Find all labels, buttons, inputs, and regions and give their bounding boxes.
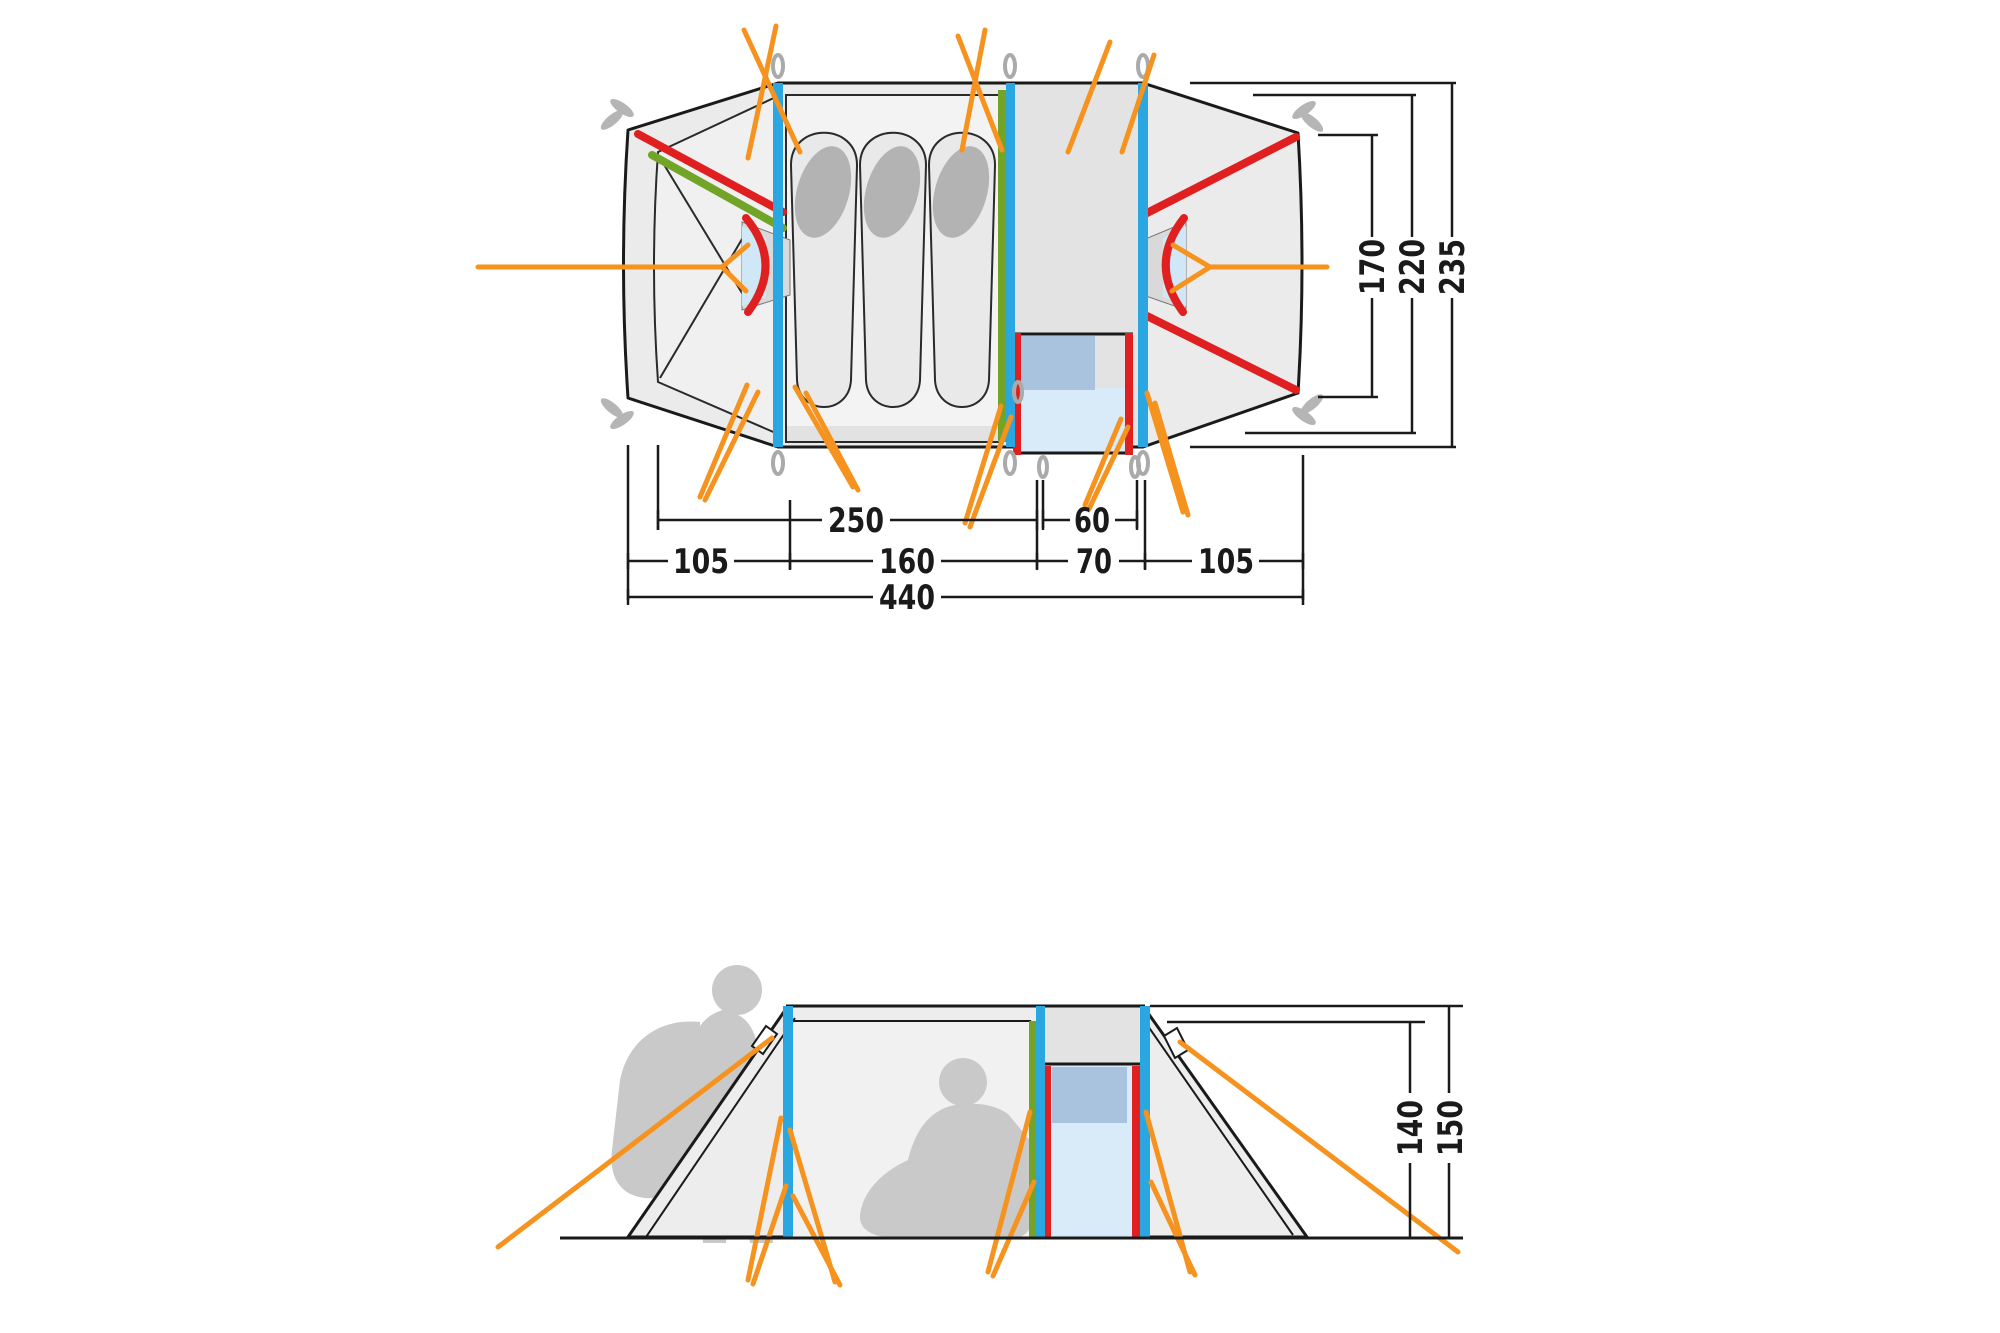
sleeping-bag-icon xyxy=(927,131,997,408)
main-door-side-view xyxy=(1043,1062,1140,1238)
dim-left-vestibule: 105 xyxy=(673,542,729,582)
door-panel-lightblue xyxy=(1021,388,1125,452)
zip-line-red xyxy=(634,130,787,216)
main-door-top-view xyxy=(1013,332,1133,455)
sleeping-bag-icon xyxy=(789,131,859,408)
pole-blue-left xyxy=(773,83,783,447)
sleeping-bags xyxy=(789,131,997,408)
pole-green-middle xyxy=(1029,1021,1037,1238)
pole-line-green xyxy=(648,151,787,232)
zip-line-red xyxy=(1143,133,1300,217)
pole-green-middle xyxy=(998,90,1006,442)
zip-line-red xyxy=(1143,312,1300,394)
pole-blue-left xyxy=(783,1006,793,1238)
door-window-blue xyxy=(1052,1067,1127,1123)
corner-pegs xyxy=(600,98,1324,430)
door-window-blue xyxy=(1021,336,1095,390)
pole-blue-middle xyxy=(1036,1006,1045,1238)
sitting-person-silhouette xyxy=(859,1103,1042,1238)
dim-cabin-length: 250 xyxy=(828,501,884,541)
door-rail-red xyxy=(1132,1066,1140,1238)
top-view-dimensions xyxy=(626,81,1456,605)
sitting-person-head xyxy=(939,1058,987,1106)
door-arc-red xyxy=(1161,214,1188,316)
dim-wall-height: 140 xyxy=(1391,1100,1431,1156)
dim-sleeping-section: 160 xyxy=(879,542,935,582)
door-rail-red xyxy=(1125,333,1133,455)
dim-total-length: 440 xyxy=(879,578,935,618)
dim-right-vestibule: 105 xyxy=(1198,542,1254,582)
door-rail-red xyxy=(1043,1066,1051,1238)
dim-outer-width: 235 xyxy=(1433,239,1473,295)
dim-peg-to-peg: 170 xyxy=(1353,239,1393,295)
dim-ridge-height: 150 xyxy=(1431,1100,1471,1156)
door-arc-red xyxy=(742,214,770,316)
door-rail-red xyxy=(1013,333,1021,455)
side-view-dimensions xyxy=(1150,1004,1463,1238)
pole-blue-middle xyxy=(1006,83,1015,447)
sleeping-bag-icon xyxy=(858,131,928,408)
dim-door-width: 60 xyxy=(1074,501,1110,541)
backpack-icon xyxy=(611,1021,701,1199)
pole-loops xyxy=(771,53,1150,479)
pole-blue-right xyxy=(1140,1006,1150,1238)
side-view-elevation: 140 150 xyxy=(495,965,1471,1288)
guy-lines-top-view xyxy=(475,23,1330,530)
pole-blue-right xyxy=(1138,83,1148,447)
top-view-floor-plan: 250 60 105 160 70 105 440 170 220 235 xyxy=(475,23,1473,618)
dim-inner-width: 220 xyxy=(1393,239,1433,295)
dim-front-corridor: 70 xyxy=(1076,542,1112,582)
cabin-floor-band xyxy=(787,426,999,441)
guy-lines-side-view xyxy=(495,1035,1461,1288)
